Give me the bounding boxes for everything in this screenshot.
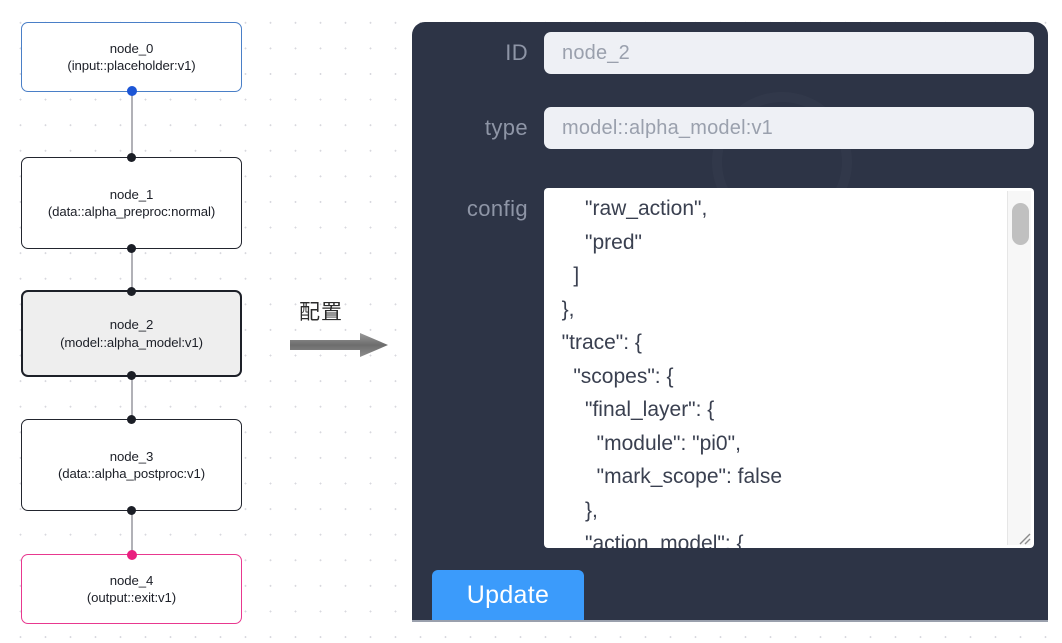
node-type-label: (data::alpha_postproc:v1) — [57, 466, 206, 481]
node-type-label: (model::alpha_model:v1) — [60, 334, 203, 350]
node-label: node_1 (data::alpha_preproc:normal) — [48, 186, 215, 221]
node-id-label: node_1 — [109, 186, 154, 202]
node-handle-source-icon[interactable] — [127, 506, 136, 515]
config-scrollbar-thumb[interactable] — [1012, 203, 1029, 245]
edge-node1-node2 — [131, 248, 133, 292]
node-config-panel: ID type config Update — [412, 22, 1048, 620]
type-input[interactable] — [544, 107, 1034, 149]
node-label: node_0 (input::placeholder:v1) — [67, 40, 195, 75]
graph-canvas[interactable]: node_0 (input::placeholder:v1) node_1 (d… — [0, 0, 400, 643]
right-arrow-icon — [290, 333, 388, 357]
config-textarea[interactable] — [544, 188, 1034, 548]
graph-node-node_1[interactable]: node_1 (data::alpha_preproc:normal) — [21, 153, 242, 253]
node-id-label: node_2 — [109, 317, 154, 332]
node-handle-target-icon[interactable] — [127, 287, 136, 296]
type-field-label: type — [484, 115, 528, 140]
config-field-label: config — [466, 196, 528, 221]
node-label: node_4 (output::exit:v1) — [87, 572, 176, 607]
graph-node-node_3[interactable]: node_3 (data::alpha_postproc:v1) — [21, 415, 242, 515]
node-handle-source-icon[interactable] — [126, 86, 137, 96]
node-handle-target-icon[interactable] — [127, 153, 136, 162]
field-row-type: type — [412, 107, 1048, 149]
node-type-label: (input::placeholder:v1) — [67, 58, 196, 73]
graph-node-node_4[interactable]: node_4 (output::exit:v1) — [21, 550, 242, 624]
edge-node3-node4 — [131, 510, 133, 554]
node-label: node_2 (model::alpha_model:v1) — [60, 316, 203, 351]
field-row-config: config — [412, 188, 1048, 548]
node-id-label: node_4 — [109, 572, 154, 588]
node-id-label: node_3 — [109, 448, 154, 464]
node-handle-source-icon[interactable] — [127, 244, 136, 253]
node-handle-target-icon[interactable] — [127, 415, 136, 424]
panel-bottom-edge — [412, 620, 1048, 622]
edge-node2-node3 — [131, 376, 133, 419]
node-handle-target-icon[interactable] — [126, 550, 137, 560]
resize-grip-icon[interactable] — [1016, 530, 1032, 546]
node-id-label: node_0 — [109, 40, 154, 56]
node-handle-source-icon[interactable] — [127, 371, 136, 380]
transition-arrow-group: 配置 — [290, 296, 394, 358]
config-editor-wrapper — [544, 188, 1034, 548]
node-type-label: (data::alpha_preproc:normal) — [47, 204, 216, 219]
node-label: node_3 (data::alpha_postproc:v1) — [58, 448, 205, 483]
update-button[interactable]: Update — [432, 570, 584, 620]
node-type-label: (output::exit:v1) — [86, 590, 177, 605]
graph-node-node_2[interactable]: node_2 (model::alpha_model:v1) — [21, 287, 242, 380]
edge-node0-node1 — [131, 91, 133, 157]
graph-node-node_0[interactable]: node_0 (input::placeholder:v1) — [21, 22, 242, 96]
arrow-label: 配置 — [299, 300, 343, 324]
field-row-id: ID — [412, 32, 1048, 74]
id-input[interactable] — [544, 32, 1034, 74]
id-field-label: ID — [505, 40, 528, 65]
config-scrollbar[interactable] — [1007, 191, 1031, 545]
